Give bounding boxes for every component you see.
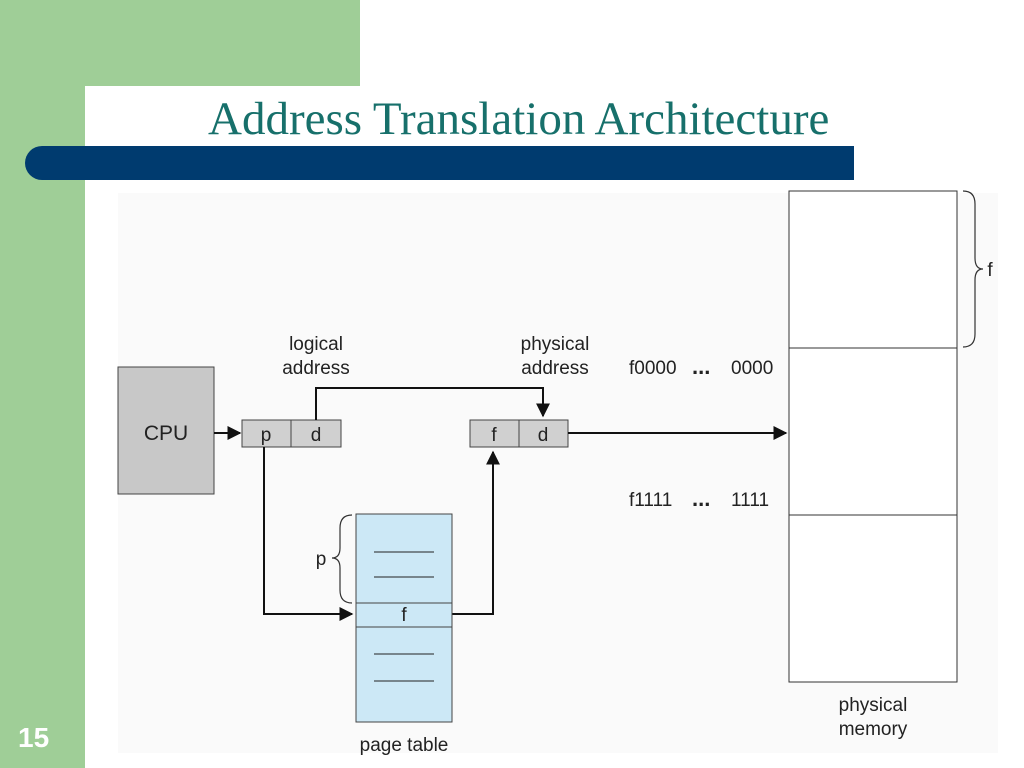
- page-table-label: page table: [360, 735, 449, 756]
- page-index-brace: [331, 514, 353, 604]
- page-index-brace-label: p: [316, 549, 327, 570]
- frame-end-ellipsis: ...: [692, 486, 710, 511]
- logical-offset-field: d: [311, 425, 322, 446]
- frame-end-label: f1111: [629, 490, 672, 511]
- physical-memory: [788, 190, 958, 683]
- logical-address-label-line1: logical: [289, 334, 343, 355]
- left-accent-bar: [0, 0, 85, 768]
- frame-start-label: f0000: [629, 358, 677, 379]
- frame-size-brace: [962, 190, 984, 348]
- logical-address-label-line2: address: [282, 358, 350, 379]
- page-table-entry: [355, 602, 453, 628]
- frame-start-ellipsis: ...: [692, 354, 710, 379]
- cpu-box: [117, 366, 215, 495]
- frame-size-brace-label: f: [987, 260, 993, 281]
- physical-memory-label-line1: physical: [839, 695, 908, 716]
- offset-copy-arrow: [315, 387, 550, 420]
- physical-memory-label-line2: memory: [839, 719, 908, 740]
- frame-end-suffix: 1111: [731, 490, 769, 511]
- slide-number: 15: [18, 722, 50, 753]
- page-table-entry-label: f: [401, 605, 407, 626]
- top-accent-bar: [0, 0, 360, 86]
- slide-title: Address Translation Architecture: [208, 93, 830, 145]
- physical-address-label-line2: address: [521, 358, 589, 379]
- frame-number-arrow: [452, 450, 500, 615]
- physical-address-label-line1: physical: [521, 334, 590, 355]
- physical-offset-field: d: [538, 425, 549, 446]
- title-underline-bar: [25, 146, 854, 180]
- logical-page-field: p: [261, 425, 272, 446]
- physical-frame-field: f: [491, 425, 497, 446]
- frame-start-suffix: 0000: [731, 358, 773, 379]
- page-number-lookup-arrow: [263, 447, 354, 621]
- cpu-label: CPU: [144, 422, 188, 445]
